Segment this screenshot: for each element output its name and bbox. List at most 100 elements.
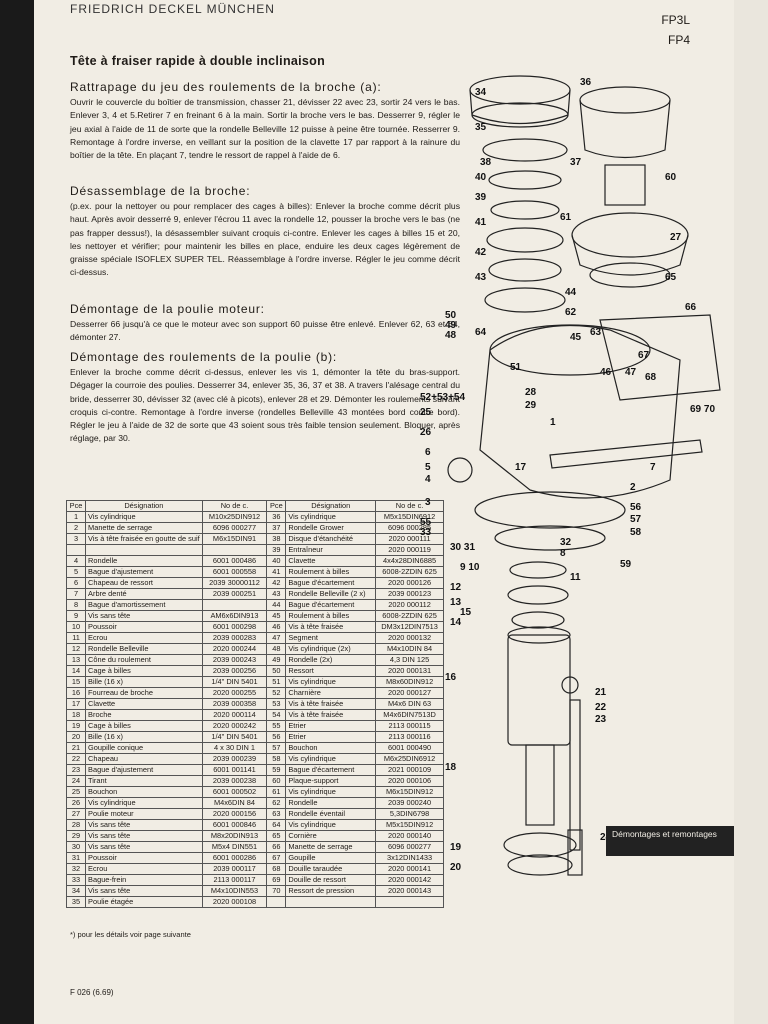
table-cell: 2039 000239 [201,753,268,765]
table-cell: 36 [266,511,287,523]
table-cell: Bague d'écartement [285,577,377,589]
table-cell: Poulie étagée [85,896,203,908]
table-header-row: Pce Désignation No de c. Pce Désignation… [65,500,444,512]
table-cell: Chapeau de ressort [85,577,203,589]
diagram-callout: 60 [665,172,677,183]
footnote: *) pour les détails voir page suivante [70,930,191,939]
table-cell: Vis cylindrique [285,786,377,798]
table-cell: Bille (16 x) [85,731,203,743]
table-cell: Tirant [85,775,203,787]
table-cell: 2020 000156 [201,808,268,820]
diagram-callout: 1 [550,417,556,428]
diagram-callout: 20 [450,862,462,873]
table-cell: 37 [266,522,287,534]
table-cell: Bague d'écartement [285,599,377,611]
table-cell: Rondelle éventail [285,808,377,820]
diagram-callout: 29 [525,400,537,411]
table-cell: 2020 000255 [201,687,268,699]
table-cell: Bouchon [285,742,377,754]
table-cell: 4 x 30 DIN 1 [201,742,268,754]
table-cell: Rondelle (2x) [285,654,377,666]
table-cell: 35 [65,896,87,908]
diagram-callout: 62 [565,307,577,318]
table-cell: Disque d'étanchéité [285,533,377,545]
table-cell: 1 [65,511,87,523]
table-cell: M4x6DIN 84 [201,797,268,809]
diagram-callout: 18 [445,762,457,773]
table-cell: 3 [65,533,87,545]
section-heading-4: Démontage des roulements de la poulie (b… [70,350,338,364]
table-cell: 63 [266,808,287,820]
diagram-callout: 35 [475,122,487,133]
diagram-callout: 26 [420,427,432,438]
table-cell: Bague d'ajustement [85,764,203,776]
table-cell: Vis à tête fraisée [285,698,377,710]
table-cell: 6096 000277 [201,522,268,534]
section-text-1: Ouvrir le couvercle du boîtier de transm… [70,97,460,161]
table-cell [375,896,444,908]
table-cell: Rondelle Grower [285,522,377,534]
diagram-callout: 57 [630,514,642,525]
section-heading-2: Désassemblage de la broche: [70,184,251,198]
table-cell: 16 [65,687,87,699]
table-cell: Poulie moteur [85,808,203,820]
diagram-callout: 14 [450,617,462,628]
diagram-callout: 55 [420,517,432,528]
table-cell: Ressort [285,665,377,677]
table-cell: 49 [266,654,287,666]
table-cell: 43 [266,588,287,600]
table-cell: 6001 000558 [201,566,268,578]
table-cell: Vis sans tête [85,841,203,853]
table-cell: 70 [266,885,287,897]
table-cell: 68 [266,863,287,875]
diagram-callout: 44 [565,287,577,298]
table-cell: 47 [266,632,287,644]
table-cell: Cône du roulement [85,654,203,666]
diagram-callout: 67 [638,350,650,361]
diagram-callout: 65 [665,272,677,283]
diagram-callout: 17 [515,462,527,473]
diagram-callout: 43 [475,272,487,283]
section-text-4: Enlever la broche comme décrit ci-dessus… [70,367,460,444]
table-cell [201,544,268,556]
diagram-callout: 3 [425,497,431,508]
diagram-callout: 68 [645,372,657,383]
table-cell: 42 [266,577,287,589]
table-cell: 31 [65,852,87,864]
table-cell: 66 [266,841,287,853]
table-cell: Broche [85,709,203,721]
diagram-callout: 39 [475,192,487,203]
table-cell: 2039 000117 [201,863,268,875]
table-cell: 33 [65,874,87,886]
diagram-callout: 42 [475,247,487,258]
diagram-callout: 41 [475,217,487,228]
table-cell: Clavette [285,555,377,567]
diagram-callout: 6 [425,447,431,458]
table-cell: 22 [65,753,87,765]
table-cell: 13 [65,654,87,666]
table-cell [85,544,203,556]
table-cell: Manette de serrage [285,841,377,853]
table-cell: 51 [266,676,287,688]
page-title: Tête à fraiser rapide à double inclinais… [70,54,326,68]
table-cell: 2039 000283 [201,632,268,644]
table-cell: 55 [266,720,287,732]
table-cell: 30 [65,841,87,853]
header-cell: Pce [65,500,87,512]
table-cell: 61 [266,786,287,798]
